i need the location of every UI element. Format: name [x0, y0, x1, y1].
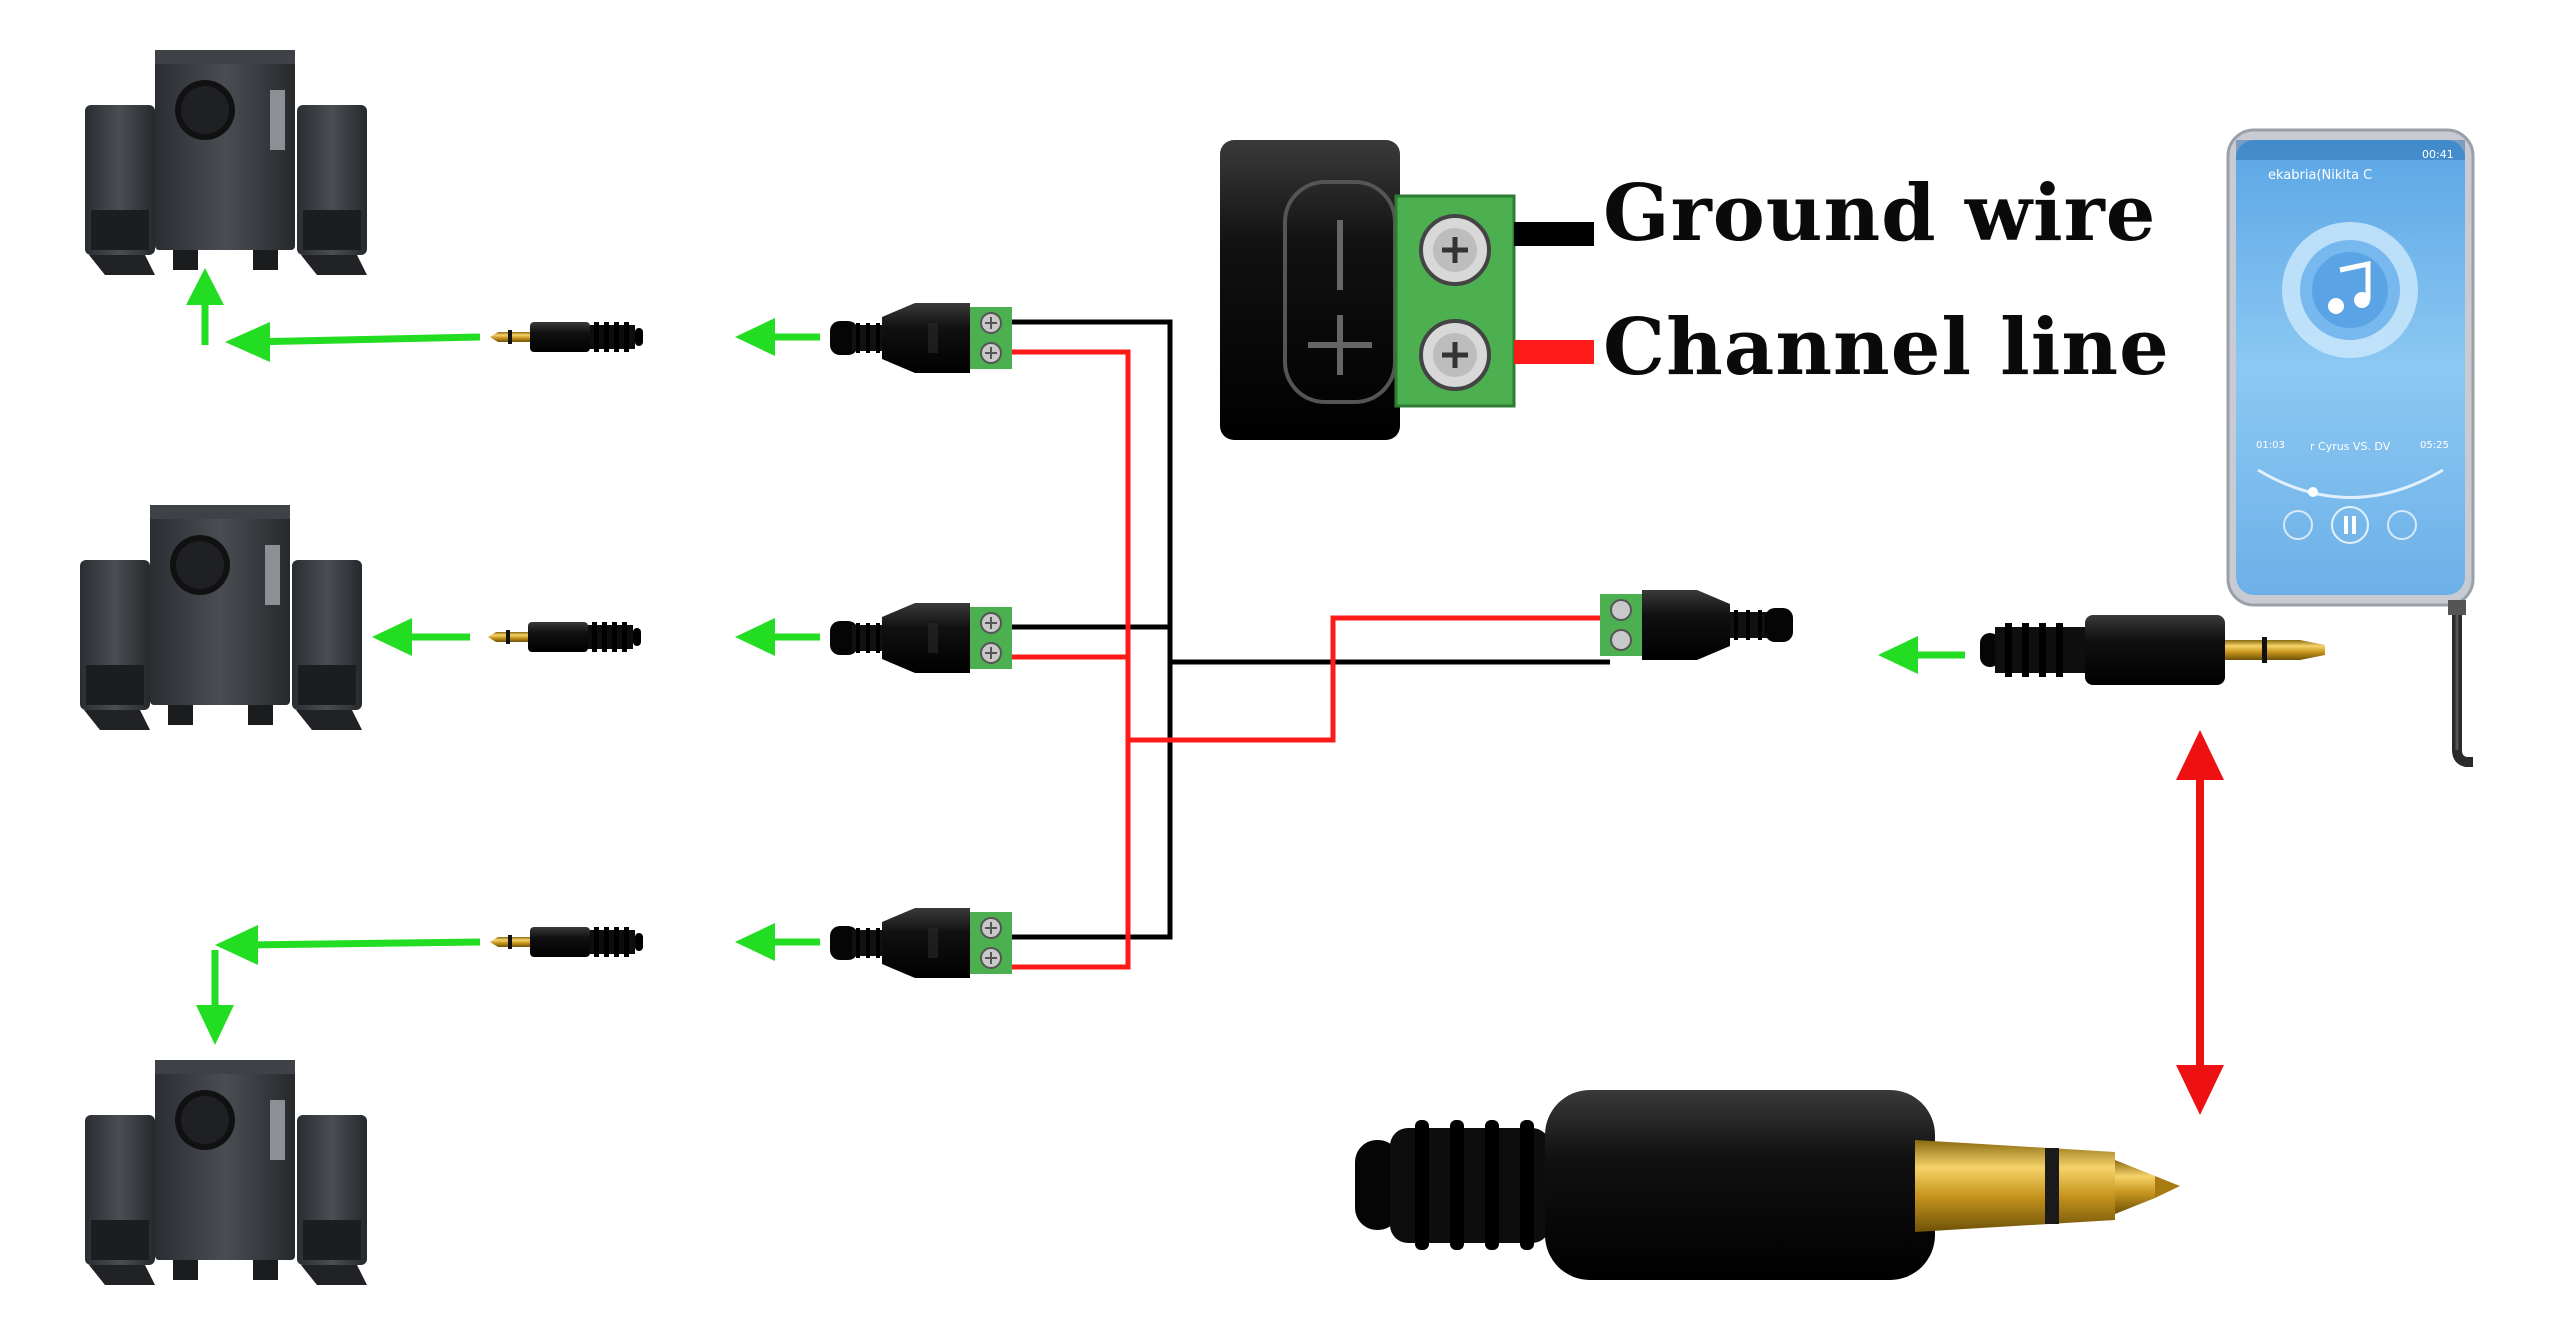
music-note-icon — [2339, 260, 2371, 300]
mono-plug-bottom — [490, 927, 643, 957]
socket-adapter-top — [829, 302, 1013, 374]
connect-arrow — [2176, 730, 2224, 1115]
ground-wire-label: Ground wire — [1603, 168, 2157, 259]
pause-icon — [2331, 506, 2369, 544]
prev-icon — [2283, 510, 2313, 540]
socket-adapter-input — [1600, 590, 1793, 660]
phone-status-time: 00:41 — [2422, 148, 2454, 161]
wiring-lines — [1012, 319, 1610, 970]
ground-wire-swatch — [1514, 222, 1594, 246]
mono-plug-closeup — [1355, 1090, 2180, 1280]
terminal-block-legend — [1220, 140, 1516, 440]
mono-plug-top — [490, 322, 643, 352]
mono-plug-input — [1980, 615, 2325, 685]
phone-song-header: ekabria(Nikita C — [2268, 168, 2372, 183]
speaker-set-bottom — [85, 1060, 367, 1285]
next-icon — [2387, 510, 2417, 540]
socket-adapter-middle — [829, 602, 1013, 674]
socket-adapter-bottom — [829, 907, 1013, 979]
mono-plug-middle — [488, 622, 641, 652]
speaker-set-middle — [80, 505, 362, 730]
phone-song-title: r Cyrus VS. DV — [2310, 440, 2391, 453]
flow-arrows-left — [186, 268, 1965, 1045]
speaker-set-top — [85, 50, 367, 275]
channel-line-swatch — [1514, 340, 1594, 364]
smartphone — [2226, 128, 2475, 767]
phone-screen — [2236, 140, 2465, 595]
channel-line-label: Channel line — [1603, 302, 2170, 393]
phone-elapsed: 01:03 — [2256, 440, 2285, 451]
phone-duration: 05:25 — [2420, 440, 2449, 451]
